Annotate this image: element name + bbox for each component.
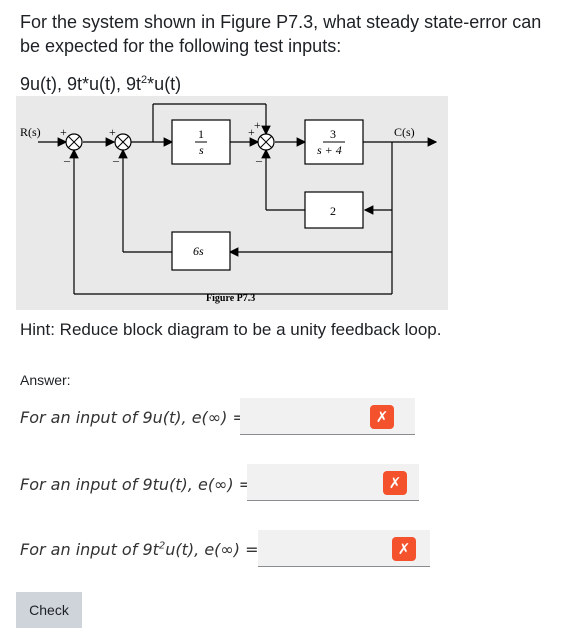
answer-row-1-label: For an input of 9u(t), e(∞) = (20, 408, 246, 427)
test-inputs: 9u(t), 9t*u(t), 9t2*u(t) (20, 68, 570, 96)
plant-den: s + 4 (317, 143, 342, 157)
sign-minus: – (112, 153, 120, 167)
check-button[interactable]: Check (16, 592, 82, 628)
hint-text: Hint: Reduce block diagram to be a unity… (20, 320, 442, 339)
derivative-label: 6s (193, 244, 204, 258)
derivative-block (171, 231, 231, 271)
answer-row-3-label: For an input of 9t2u(t), e(∞) = (20, 540, 258, 559)
question-text: For the system shown in Figure P7.3, wha… (20, 10, 570, 96)
row-2-prefix: For an input of 9 (20, 475, 153, 494)
test-inputs-suffix: *u(t) (147, 74, 182, 94)
sign-plus: + (248, 125, 255, 139)
incorrect-icon: ✗ (392, 537, 416, 561)
sign-minus: – (255, 153, 263, 167)
answer-row-2-label: For an input of 9tu(t), e(∞) = (20, 475, 252, 494)
sign-plus: + (254, 118, 261, 132)
row-2-suffix: tu(t), e(∞) = (152, 475, 253, 494)
sign-plus: + (60, 125, 67, 139)
incorrect-icon: ✗ (370, 405, 394, 429)
test-inputs-sup: 2 (141, 74, 148, 86)
c-label: C(s) (394, 125, 415, 139)
row-1-prefix: For an input of 9 (20, 408, 153, 427)
question-line-2: be expected for the following test input… (20, 36, 342, 56)
plant-num: 3 (330, 127, 336, 141)
r-label: R(s) (20, 125, 41, 139)
answer-label: Answer: (20, 372, 71, 388)
sign-plus: + (109, 125, 116, 139)
row-3-suffix: u(t), e(∞) = (165, 540, 259, 559)
row-1-suffix: u(t), e(∞) = (152, 408, 246, 427)
integrator-num: 1 (198, 127, 204, 141)
block-diagram: R(s) + + + + – – – 1 s 3 s + 4 2 6s C(s)… (20, 103, 438, 304)
row-3-prefix: For an input of 9t (20, 540, 159, 559)
gain-block (304, 191, 364, 229)
incorrect-icon: ✗ (383, 471, 407, 495)
question-line-1: For the system shown in Figure P7.3, wha… (20, 12, 542, 32)
figure-caption: Figure P7.3 (206, 293, 255, 304)
row-3-sup: 2 (158, 540, 166, 552)
block-diagram-figure: R(s) + + + + – – – 1 s 3 s + 4 2 6s C(s)… (16, 96, 448, 310)
sign-minus: – (63, 153, 71, 167)
gain-value: 2 (330, 204, 336, 218)
test-inputs-text: 9u(t), 9t*u(t), 9t (20, 74, 142, 94)
integrator-den: s (199, 143, 204, 157)
